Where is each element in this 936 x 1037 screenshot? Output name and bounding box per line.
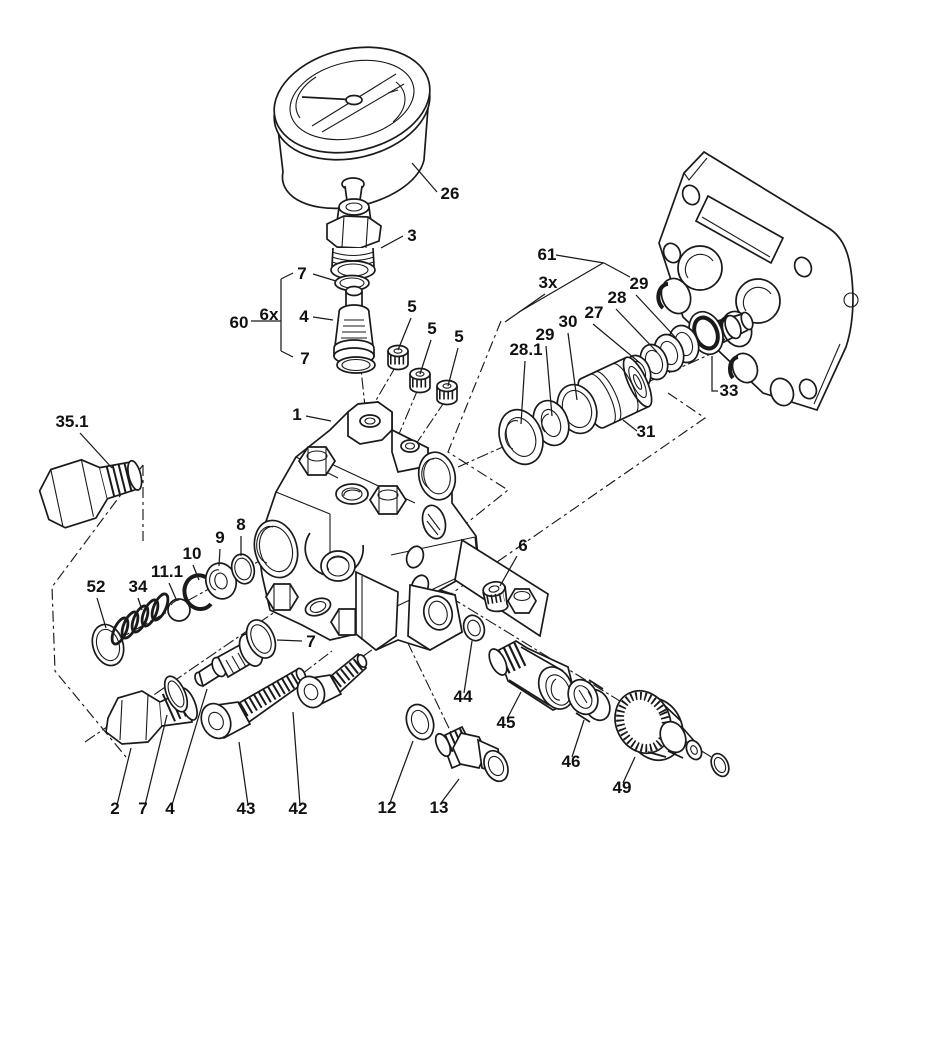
part-label-7-under-valve: 7 — [300, 349, 309, 368]
part-label-45: 45 — [497, 713, 516, 732]
adapter-3 — [326, 198, 382, 280]
part-label-qty-3x: 3x — [539, 273, 558, 292]
part-label-3: 3 — [407, 226, 416, 245]
cap-nut-5-2 — [409, 367, 431, 394]
part-label-10: 10 — [183, 544, 202, 563]
screw-43 — [200, 667, 307, 740]
pressure-gauge-26 — [273, 46, 431, 210]
insert-46 — [567, 678, 611, 723]
part-label-12: 12 — [378, 798, 397, 817]
seal-28-1 — [498, 408, 544, 466]
o-ring-7-mid — [245, 619, 277, 659]
assembly-boundaries — [51, 320, 707, 758]
part-label-5-2: 5 — [427, 319, 436, 338]
coupling-45 — [488, 640, 577, 711]
leader-lines — [79, 162, 718, 806]
part-label-29-right: 29 — [630, 274, 649, 293]
cap-nut-5-3 — [436, 379, 458, 406]
part-label-28: 28 — [608, 288, 627, 307]
valve-cartridge-4-top — [333, 285, 375, 365]
part-label-42: 42 — [289, 799, 308, 818]
part-label-35-1: 35.1 — [55, 412, 88, 431]
part-label-61: 61 — [538, 245, 557, 264]
part-label-7-top: 7 — [297, 264, 306, 283]
part-label-34: 34 — [129, 577, 148, 596]
part-label-44: 44 — [454, 687, 473, 706]
part-label-4-top: 4 — [299, 307, 309, 326]
part-label-27: 27 — [585, 303, 604, 322]
screw-42 — [296, 652, 368, 709]
part-label-9: 9 — [215, 528, 224, 547]
part-label-1: 1 — [292, 405, 301, 424]
part-label-43: 43 — [237, 799, 256, 818]
plug-35-1 — [38, 458, 143, 529]
part-label-28-1: 28.1 — [509, 340, 542, 359]
cap-nut-5-1 — [387, 344, 409, 371]
ball-11-1 — [167, 598, 191, 622]
spring-34 — [110, 592, 170, 646]
part-labels: 26 3 7 60 6x 4 7 5 5 5 1 61 3x 29 28 27 … — [55, 184, 738, 818]
part-label-2: 2 — [110, 799, 119, 818]
circlip-10 — [182, 573, 213, 612]
part-label-11-1: 11.1 — [151, 562, 183, 581]
washer-12 — [405, 703, 435, 741]
part-label-46: 46 — [562, 752, 581, 771]
washer-44 — [462, 614, 486, 642]
part-label-8: 8 — [236, 515, 245, 534]
pump-body-1 — [253, 401, 549, 652]
part-label-4-bottom: 4 — [165, 799, 175, 818]
part-label-26: 26 — [441, 184, 460, 203]
o-ring-7-bottom — [163, 675, 189, 713]
part-label-13: 13 — [430, 798, 449, 817]
o-ring-8 — [230, 553, 256, 585]
part-label-52: 52 — [87, 577, 106, 596]
part-label-33: 33 — [720, 381, 739, 400]
o-ring-49-end — [710, 752, 730, 778]
part-label-31: 31 — [637, 422, 656, 441]
hose-connector-49 — [614, 689, 703, 762]
part-label-29-left: 29 — [536, 325, 555, 344]
part-label-7-mid: 7 — [306, 632, 315, 651]
o-ring-7-under-valve — [336, 356, 376, 374]
grub-screw-6 — [482, 580, 509, 613]
nipple-13 — [434, 725, 509, 783]
part-label-qty-6x: 6x — [260, 305, 279, 324]
part-label-49: 49 — [613, 778, 632, 797]
part-label-30: 30 — [559, 312, 578, 331]
part-label-60: 60 — [230, 313, 249, 332]
part-label-5-1: 5 — [407, 297, 416, 316]
part-label-5-3: 5 — [454, 327, 463, 346]
part-label-7-bottom: 7 — [138, 799, 147, 818]
part-label-6: 6 — [518, 536, 527, 555]
motor-flange — [656, 150, 859, 412]
